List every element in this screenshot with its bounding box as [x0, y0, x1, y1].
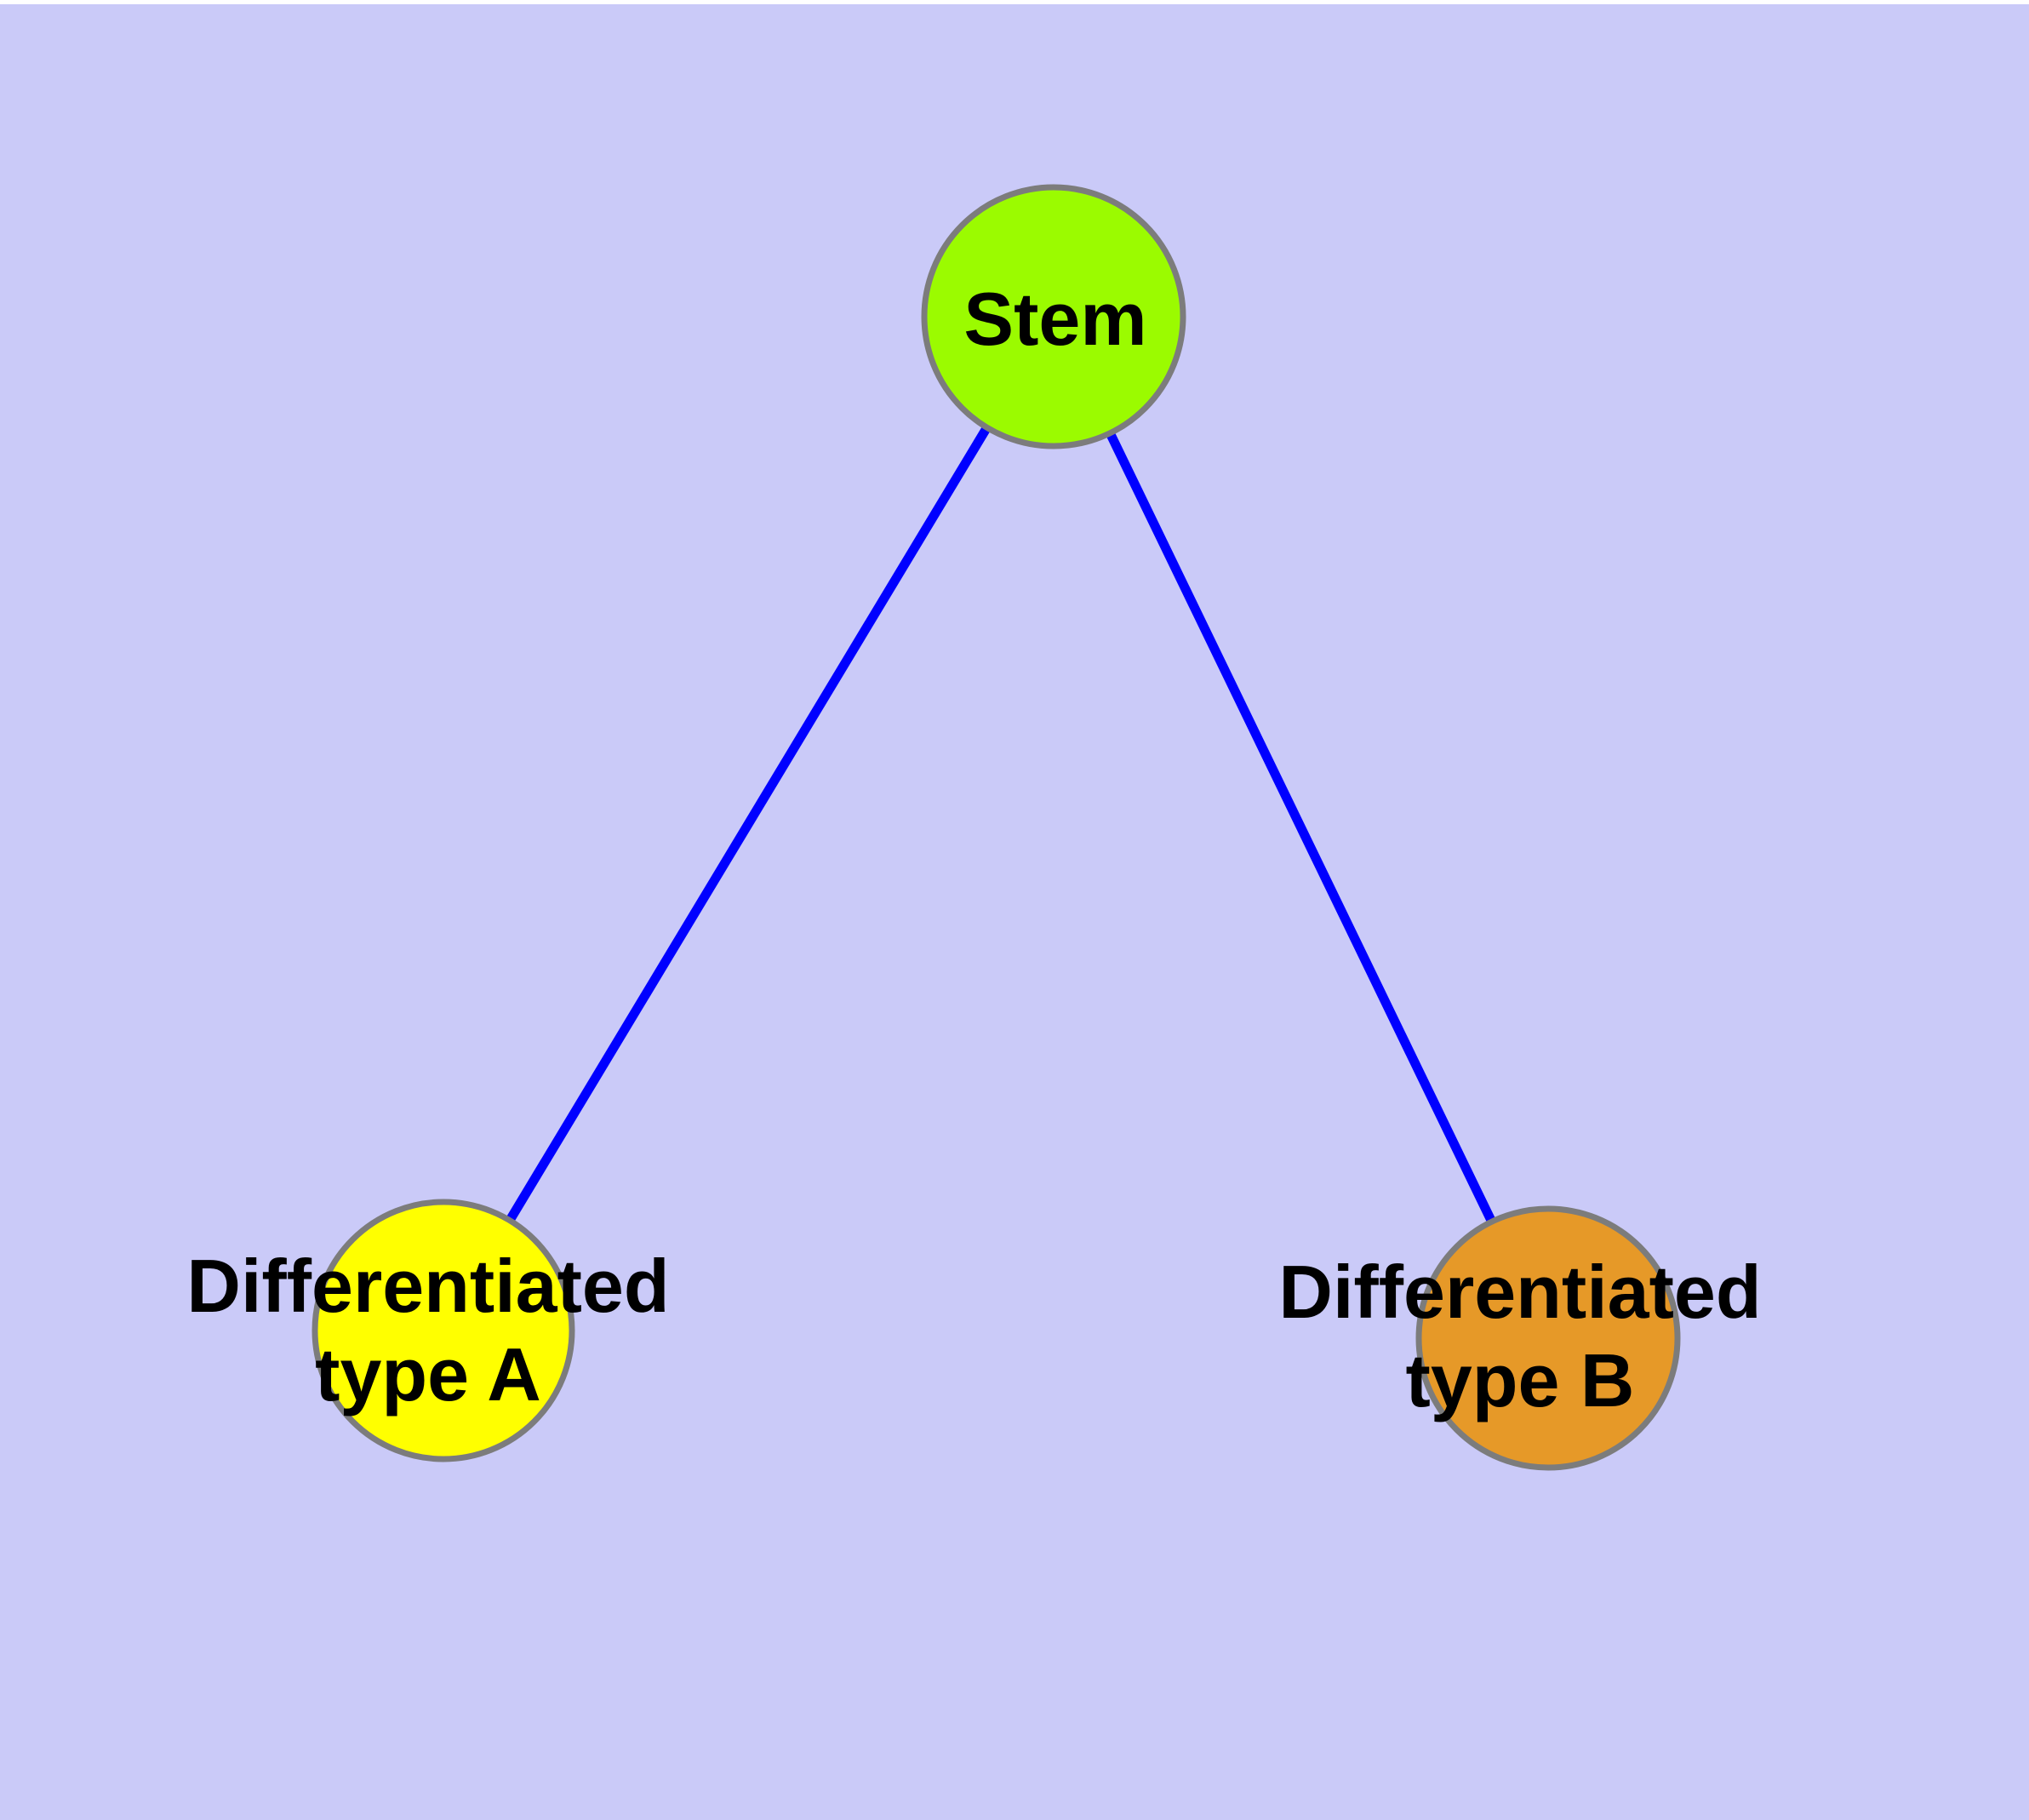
- top-strip: [0, 0, 2029, 4]
- node-type-a-circle: [311, 1199, 575, 1462]
- edge-stem-to-type-a: [439, 314, 1058, 1333]
- edge-stem-to-type-b: [1049, 314, 1552, 1341]
- node-type-a-label: Differentiated type A: [186, 1244, 670, 1417]
- node-type-b-label: Differentiated type B: [1278, 1250, 1762, 1422]
- node-stem-label: Stem: [963, 277, 1147, 362]
- node-type-b-circle: [1415, 1205, 1681, 1471]
- node-stem-circle: [921, 184, 1186, 449]
